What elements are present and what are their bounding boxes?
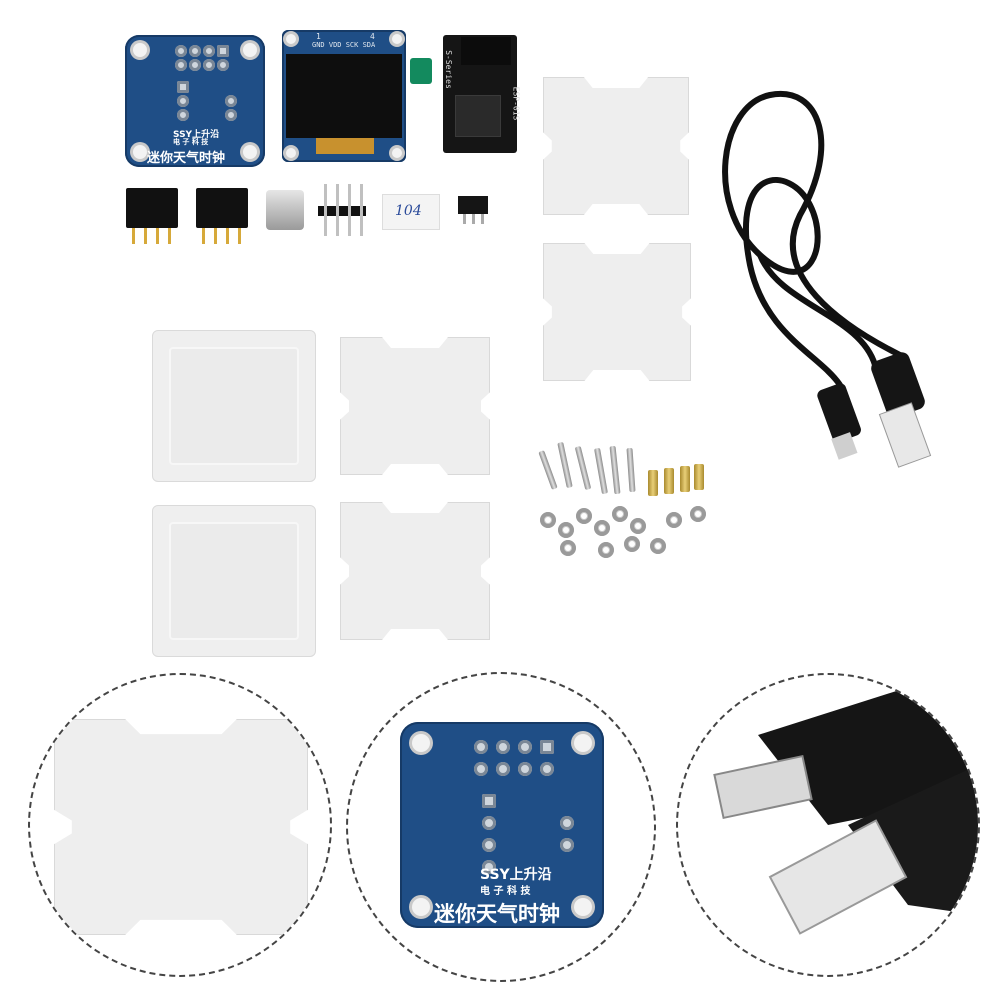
oled-pin-number-right: 4 [370,32,375,41]
pcb-board-small: SSY上升沿 电 子 科 技 迷你天气时钟 [125,35,265,167]
oled-pin-number-left: 1 [316,32,321,41]
detail-circle-pcb: SSY上升沿 电 子 科 技 迷你天气时钟 [346,672,656,982]
oled-pin-labels: GND VDD SCK SDA [312,41,376,49]
oled-tab [410,58,432,84]
pcb-title-closeup: 迷你天气时钟 [434,902,560,926]
esp-board-label: ESP-01S [511,86,521,121]
detail-circle-acrylic [28,673,332,977]
acrylic-side-panel-4 [340,502,490,640]
male-header [318,206,366,216]
pcb-logo-text-closeup: SSY上升沿 [480,867,552,883]
detail-circle-usb [676,673,980,977]
oled-module: 1 4 GND VDD SCK SDA [282,30,406,162]
micro-usb-connector [266,190,304,230]
pcb-title-small: 迷你天气时钟 [147,151,226,166]
acrylic-base-plate-1 [152,330,316,482]
acrylic-panel-closeup [54,719,308,935]
usb-cable [722,90,932,468]
brass-standoff [648,470,658,496]
acrylic-side-panel-3 [340,337,490,475]
acrylic-side-panel-1 [543,77,689,215]
screw [538,450,558,490]
female-header-1 [126,188,178,228]
pcb-logo-sub: 电 子 科 技 [173,138,209,146]
pcb-board-closeup: SSY上升沿 电 子 科 技 迷你天气时钟 [400,722,604,928]
usb-plugs-closeup [713,675,978,935]
capacitor-label: 104 [395,203,422,219]
acrylic-base-plate-2 [152,505,316,657]
pcb-logo-text: SSY上升沿 [173,130,220,140]
voltage-regulator [458,196,488,214]
oled-ribbon [316,138,374,154]
female-header-2 [196,188,248,228]
capacitor-tape: 104 [382,194,440,230]
esp-series-label: S-Series [443,50,453,89]
esp-module: S-Series ESP-01S [443,35,521,153]
acrylic-side-panel-2 [543,243,691,381]
oled-screen [286,54,402,138]
pcb-logo-sub-closeup: 电 子 科 技 [480,886,531,897]
hex-nut [540,512,556,528]
